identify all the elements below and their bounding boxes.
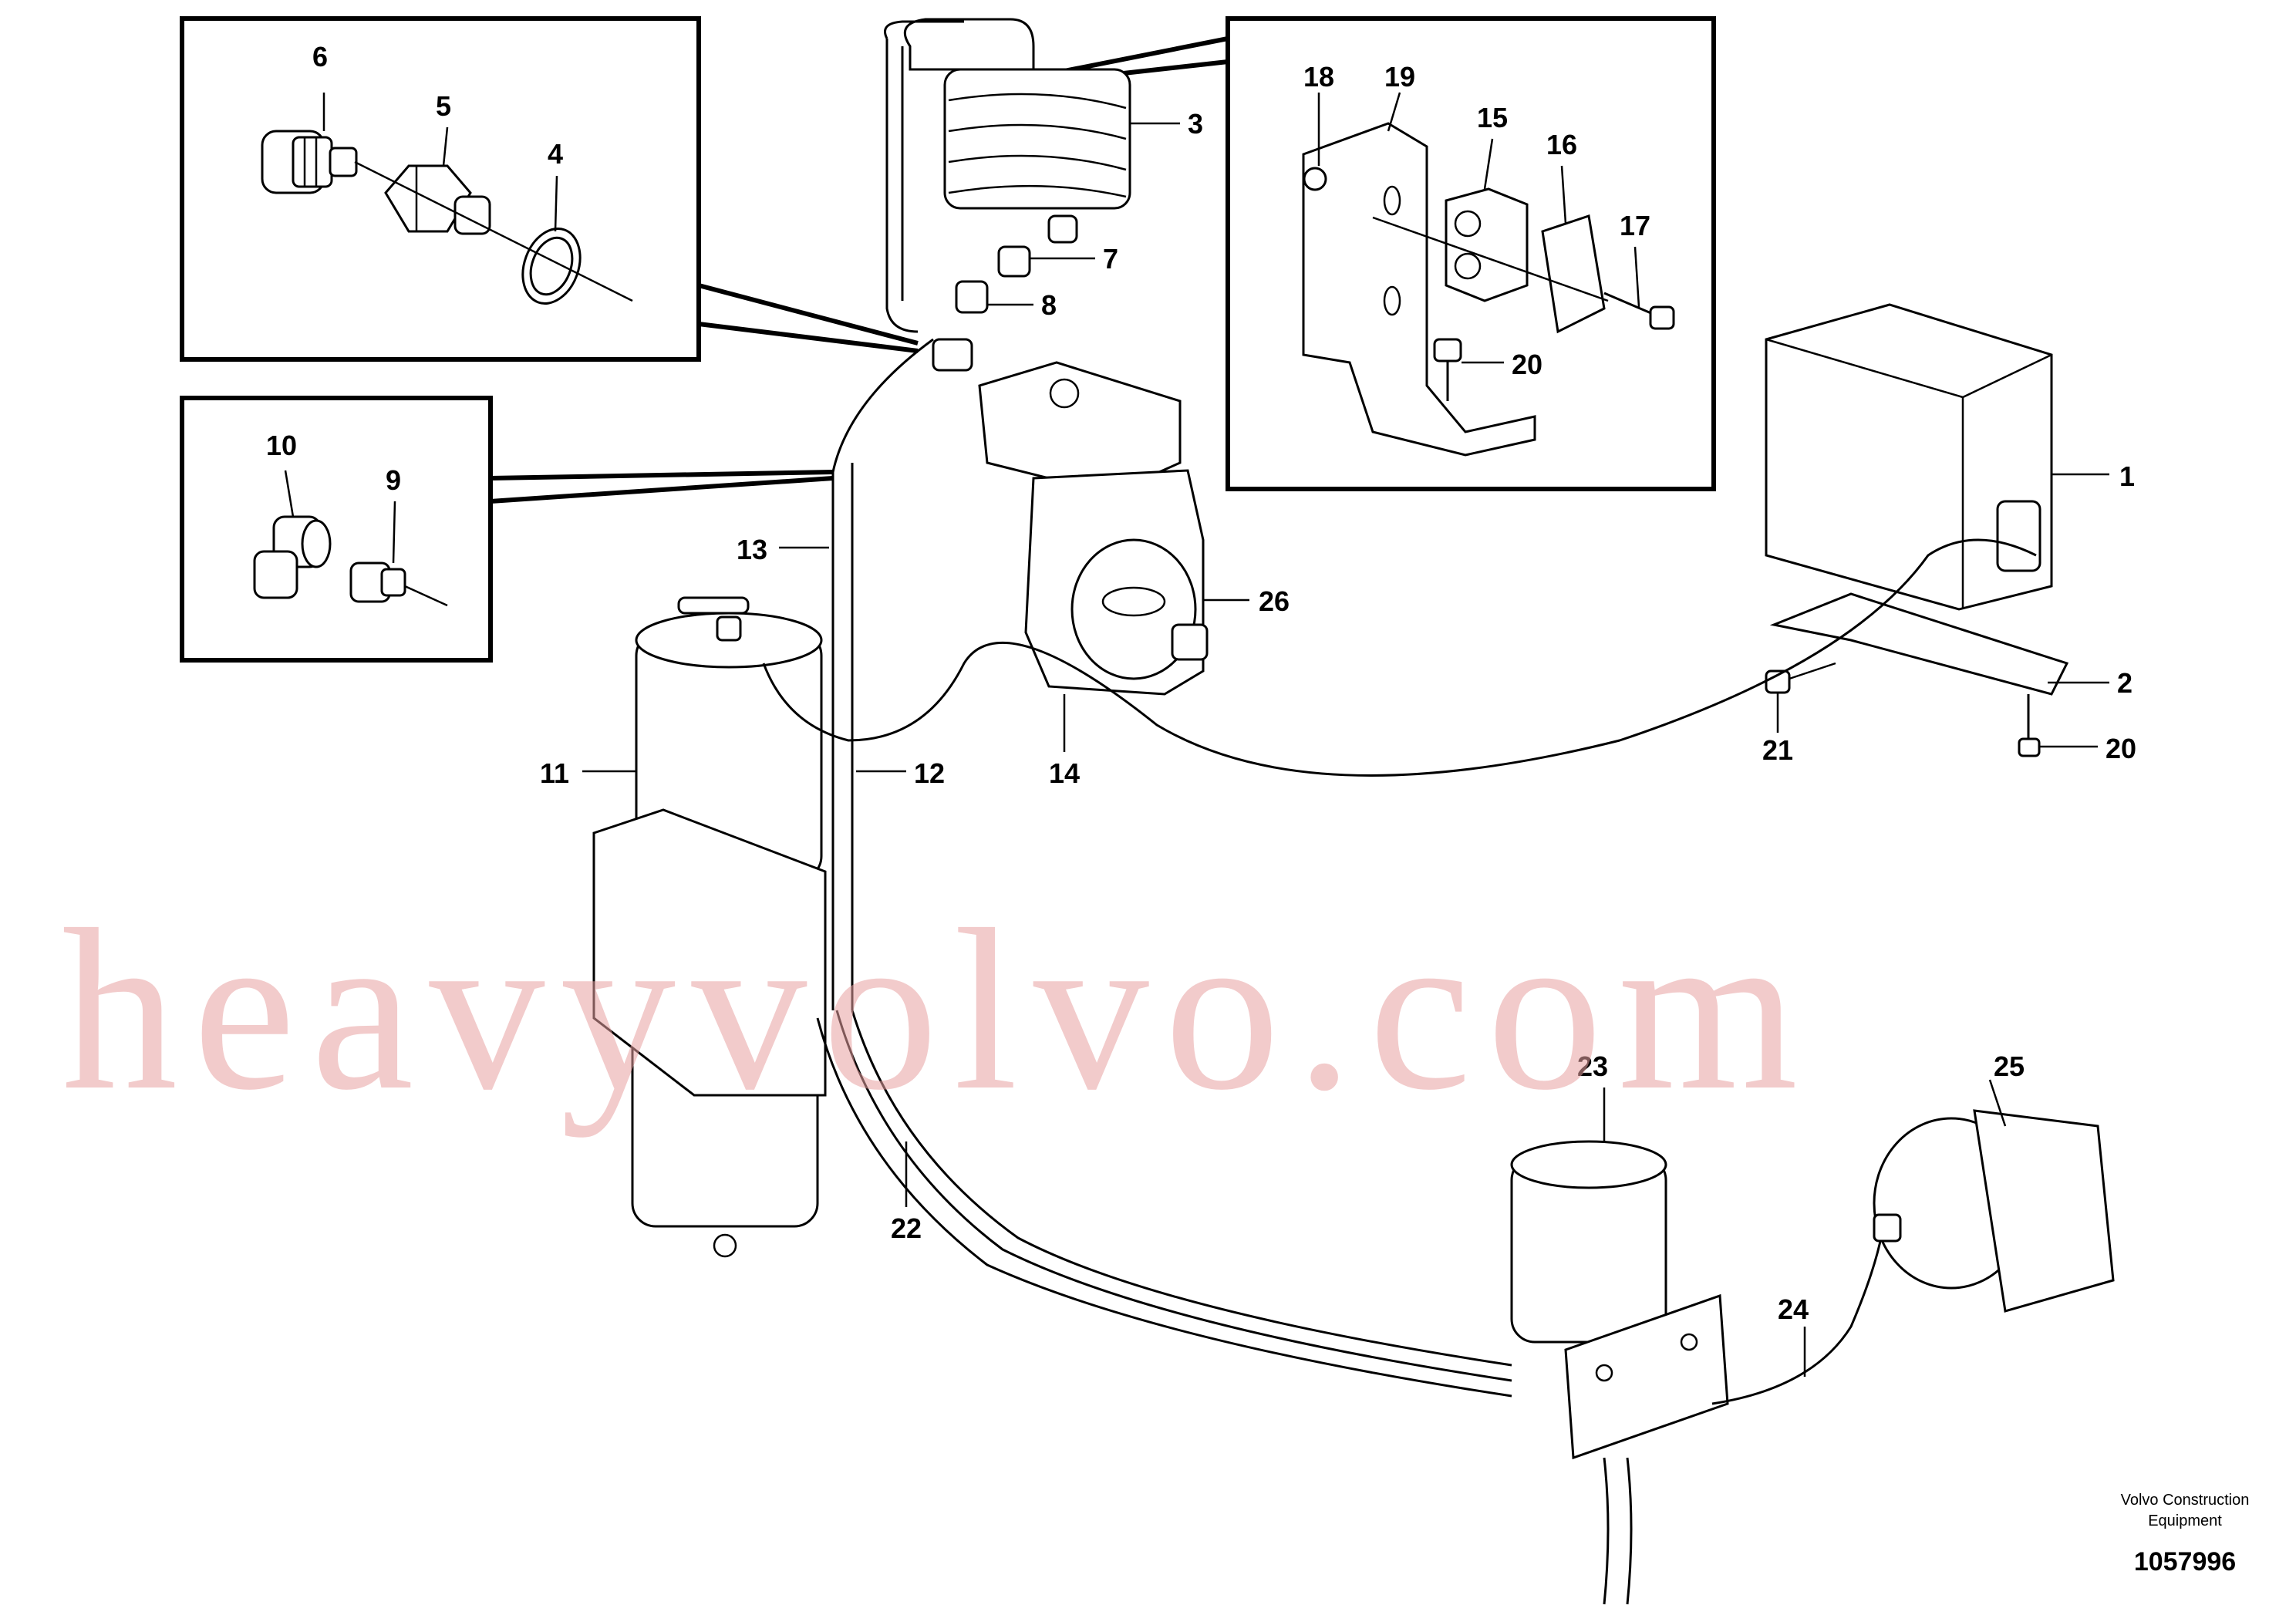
part-20-bolt-lower: 20 (2018, 694, 2136, 764)
part-23-valve: 23 (1510, 1050, 1729, 1605)
detail-box-fittings: 6 5 4 (180, 16, 701, 362)
part-12-pipe: 12 (856, 757, 945, 789)
callout-10: 10 (266, 430, 297, 461)
callout-16: 16 (1546, 129, 1577, 160)
part-13-pipe: 13 (737, 338, 934, 1010)
credit-line-1: Volvo Construction (2121, 1492, 2250, 1509)
part-19-bracket (1302, 122, 1536, 457)
callout-22: 22 (891, 1212, 922, 1244)
watermark-text: heavyvolvo.com (62, 882, 1813, 1138)
part-2-mounting-plate: 2 (1769, 592, 2132, 699)
part-25-chamber: 25 (1873, 1050, 2115, 1313)
part-22-pipes: 22 (816, 1010, 1512, 1398)
callout-12: 12 (914, 757, 945, 789)
part-15-clamp (1445, 187, 1529, 302)
callout-21: 21 (1762, 734, 1793, 766)
callout-17: 17 (1620, 210, 1650, 241)
part-21-bolt: 21 (1762, 662, 1836, 766)
callout-3: 3 (1188, 108, 1203, 140)
credit-line-2: Equipment (2148, 1512, 2222, 1529)
part-4-o-ring (521, 228, 582, 305)
callout-20-lower: 20 (2106, 733, 2136, 764)
part-11-air-dryer: 11 (540, 596, 827, 1258)
callout-13: 13 (737, 534, 767, 565)
detail-box-elbow: 10 9 (180, 396, 493, 663)
part-7-fitting: 7 (997, 214, 1118, 278)
detail-box-bracket: 18 19 15 16 17 20 (1226, 16, 1716, 491)
callout-25: 25 (1994, 1050, 2025, 1082)
callout-1: 1 (2119, 460, 2135, 492)
callout-20-upper: 20 (1512, 349, 1542, 380)
part-20-bolt (1433, 338, 1462, 401)
part-18-washer (1303, 167, 1327, 191)
part-14-hose: 14 (762, 538, 2037, 789)
callout-14: 14 (1049, 757, 1080, 789)
callout-26: 26 (1259, 585, 1290, 617)
part-8-fitting: 8 (955, 280, 1057, 321)
part-10-elbow (253, 515, 332, 599)
part-5-nut (384, 164, 491, 235)
callout-6: 6 (312, 41, 328, 73)
callout-9: 9 (386, 464, 401, 496)
part-6-nipple (261, 130, 358, 194)
callout-23: 23 (1577, 1050, 1608, 1082)
callout-19: 19 (1384, 61, 1415, 93)
callout-2: 2 (2117, 667, 2132, 699)
callout-15: 15 (1477, 102, 1508, 133)
part-16-plate (1541, 214, 1606, 334)
part-3-cooling-coil: 3 (884, 18, 1203, 333)
part-1-control-unit: 1 (1765, 303, 2135, 611)
part-17-bolt (1603, 292, 1675, 330)
callout-8: 8 (1041, 289, 1057, 321)
part-24-hose: 24 (1711, 1233, 1883, 1405)
callout-24: 24 (1778, 1293, 1809, 1325)
callout-4: 4 (548, 138, 563, 170)
callout-5: 5 (436, 90, 451, 122)
part-9-adapter (349, 561, 448, 607)
document-number: 1057996 (2134, 1547, 2236, 1576)
part-26-compressor: 26 (932, 338, 1290, 696)
callout-11: 11 (540, 757, 569, 789)
callout-7: 7 (1103, 243, 1118, 275)
callout-18: 18 (1303, 61, 1334, 93)
